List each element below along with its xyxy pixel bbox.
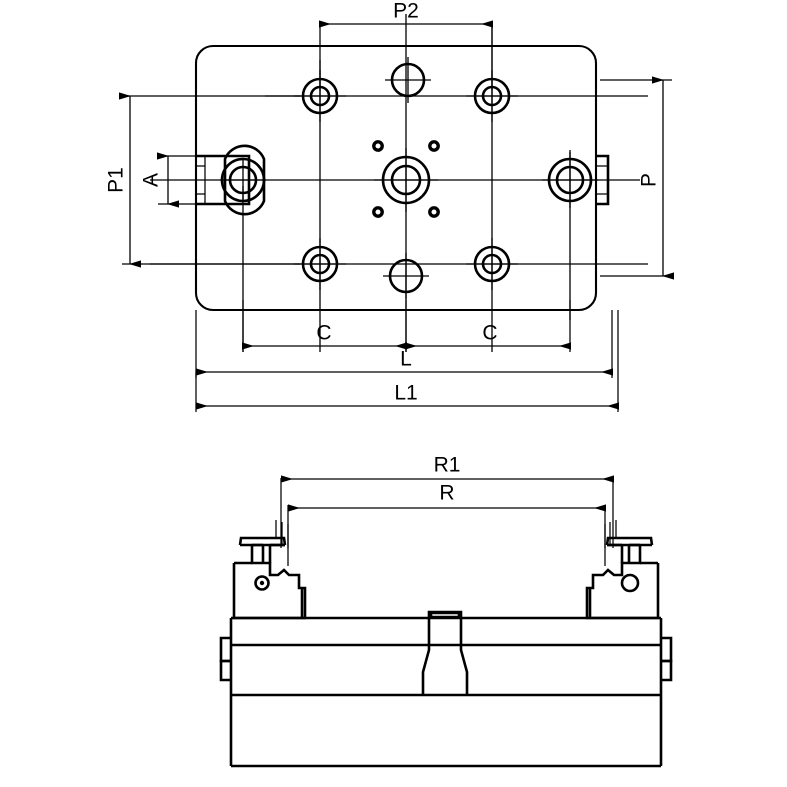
port-upper-middle	[385, 57, 431, 103]
bolt-hole-ne	[428, 140, 440, 152]
dimension-p: P	[600, 76, 674, 280]
dimension-label-l: L	[400, 348, 412, 371]
center-bolt-hole-pattern	[372, 140, 440, 218]
bolt-hole-sw	[372, 206, 384, 218]
dimension-a: A	[140, 152, 210, 208]
dimension-label-a: A	[140, 173, 163, 187]
dimension-label-p2: P2	[393, 0, 419, 23]
dimension-r1: R1	[280, 454, 614, 548]
dimension-c-right: C	[405, 300, 571, 352]
center-neck	[421, 610, 469, 695]
dimension-l: L	[195, 310, 613, 378]
dimension-c-left: C	[242, 300, 407, 352]
port-upper-left	[294, 70, 346, 122]
port-lower-left	[294, 238, 346, 290]
dimension-label-c-right: C	[482, 322, 497, 345]
port-left-slot	[220, 144, 266, 216]
left-side-tabs	[219, 636, 231, 682]
dimension-p2: P2	[319, 0, 493, 90]
dimension-label-p1: P1	[105, 167, 128, 193]
top-view: P2 P1 A P	[105, 0, 674, 412]
dimension-label-p: P	[638, 173, 661, 187]
port-right	[542, 152, 598, 208]
port-center	[374, 148, 438, 212]
left-boss-hole	[254, 575, 270, 591]
right-boss-hole	[620, 573, 640, 593]
dimension-r: R	[287, 482, 606, 566]
front-view: R1 R	[219, 454, 673, 768]
port-lower-right	[466, 238, 518, 290]
port-lower-middle	[383, 253, 429, 299]
dimension-label-r1: R1	[434, 454, 461, 477]
right-upper-boss	[585, 520, 660, 620]
dimension-label-r: R	[439, 482, 454, 505]
dimension-label-c-left: C	[316, 322, 331, 345]
plate-outline	[194, 44, 598, 312]
left-upper-boss	[232, 520, 307, 620]
dimension-l1: L1	[195, 310, 619, 412]
dimension-p1: P1	[105, 92, 300, 268]
bolt-hole-nw	[372, 140, 384, 152]
dimension-label-l1: L1	[394, 382, 417, 405]
right-side-tabs	[661, 636, 673, 682]
bolt-hole-se	[428, 206, 440, 218]
main-body-block	[229, 616, 663, 768]
